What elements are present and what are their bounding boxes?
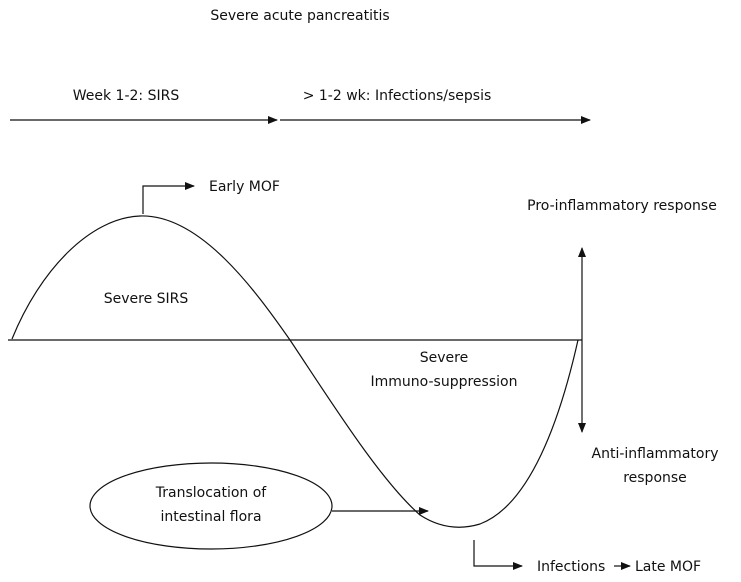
phase-early-label: Week 1-2: SIRS bbox=[73, 88, 180, 104]
early-mof-arrow bbox=[142, 182, 195, 214]
diagram-title: Severe acute pancreatitis bbox=[210, 8, 389, 24]
phase-late-label: > 1-2 wk: Infections/sepsis bbox=[303, 88, 492, 104]
response-curve bbox=[11, 215, 579, 528]
translocation-label-line1: Translocation of bbox=[155, 485, 268, 501]
translocation-label-line2: intestinal flora bbox=[160, 509, 261, 525]
immuno-label-line2: Immuno-suppression bbox=[371, 374, 518, 390]
immuno-label-line1: Severe bbox=[420, 350, 468, 366]
early-mof-label: Early MOF bbox=[209, 179, 280, 195]
late-outcome-arrow bbox=[473, 540, 523, 570]
severe-sirs-label: Severe SIRS bbox=[104, 291, 189, 307]
late-mof-label: Late MOF bbox=[635, 559, 701, 575]
infections-label: Infections bbox=[537, 559, 605, 575]
translocation-ellipse bbox=[89, 462, 333, 550]
pro-inflammatory-label: Pro-inflammatory response bbox=[527, 198, 717, 214]
anti-inflammatory-label-line1: Anti-inflammatory bbox=[592, 446, 719, 462]
anti-inflammatory-label-line2: response bbox=[623, 470, 687, 486]
